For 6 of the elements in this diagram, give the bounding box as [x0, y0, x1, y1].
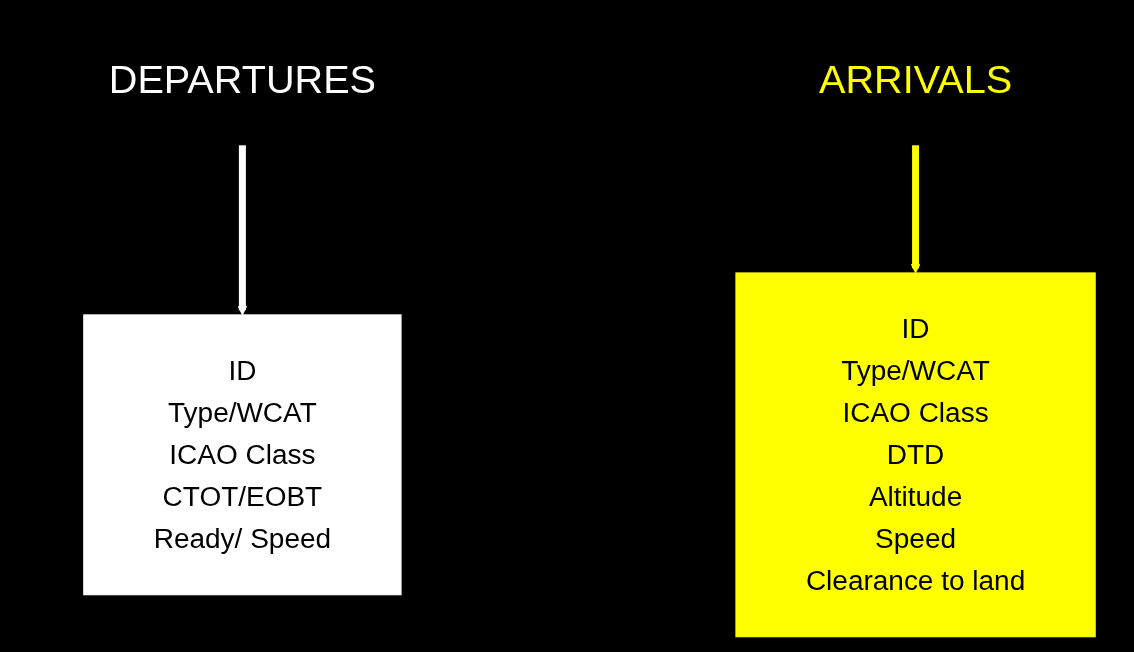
arrow	[237, 144, 248, 316]
node-text: ARRIVALS	[819, 57, 1013, 102]
node-box: ID Type/WCAT ICAO Class CTOT/EOBT Ready/ Speed	[83, 314, 402, 596]
node-text: DEPARTURES	[108, 57, 377, 102]
node-box: ID Type/WCAT ICAO Class DTD Altitude Speed Clearance to land	[735, 272, 1096, 638]
arrow	[910, 144, 921, 274]
